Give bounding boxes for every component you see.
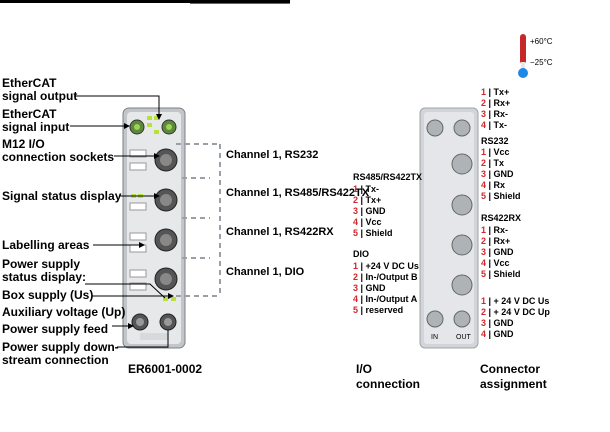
top-rule-thin (190, 3, 290, 4)
label-power-status-1: Power supply (2, 257, 81, 271)
pin-row: 1 | Rx- (481, 225, 509, 235)
pin-row: 4 | Rx (481, 180, 506, 190)
pin-row: 2 | Tx (481, 158, 505, 168)
pin-row: 2 | In-/Output B (353, 272, 418, 282)
pin-row: 3 | Rx- (481, 109, 509, 119)
pin-row: 4 | In-/Output A (353, 294, 418, 304)
label-labelling-areas: Labelling areas (2, 238, 90, 252)
module-out-label: OUT (456, 334, 471, 341)
label-power-down-1: Power supply down- (2, 340, 119, 354)
label-ethercat-output-1: EtherCAT (2, 76, 57, 90)
conn-pin-list-rs422rx: 1 | Rx- 2 | Rx+ 3 | GND 4 | Vcc 5 | Shie… (481, 225, 521, 280)
pin-row: 4 | Vcc (481, 258, 510, 268)
io-group-header-dio: DIO (353, 249, 370, 259)
connector-module-view (419, 107, 479, 349)
io-caption-2: connection (356, 377, 421, 391)
pin-row: 1 | Vcc (481, 147, 510, 157)
m12-sockets (154, 148, 178, 291)
channel-label-dio: Channel 1, DIO (226, 266, 305, 278)
module-in-label: IN (431, 334, 438, 341)
pin-row: 5 | Shield (481, 191, 521, 201)
pin-row: 5 | Shield (353, 228, 393, 238)
pin-row: 4 | GND (481, 329, 514, 339)
label-box-supply: Box supply (Us) (2, 288, 94, 302)
channel-label-rs485: Channel 1, RS485/RS422TX (226, 187, 370, 199)
io-pin-list-dio: 1 | +24 V DC Us 2 | In-/Output B 3 | GND… (353, 261, 419, 316)
conn-pin-list-ethercat: 1 | Tx+ 2 | Rx+ 3 | Rx- 4 | Tx- (481, 87, 510, 131)
pin-row: 5 | Shield (481, 269, 521, 279)
label-power-status-2: status display: (2, 270, 87, 284)
io-pin-list-rs485: 1 | Tx- 2 | Tx+ 3 | GND 4 | Vcc 5 | Shie… (353, 184, 393, 239)
label-m12-io-2: connection sockets (2, 150, 115, 164)
pointer-lines (70, 95, 172, 348)
label-ethercat-input-1: EtherCAT (2, 107, 57, 121)
channel-label-rs232: Channel 1, RS232 (226, 149, 319, 161)
thermometer-icon (518, 34, 528, 78)
pin-row: 4 | Tx- (481, 120, 508, 130)
temperature-high: +60°C (530, 37, 553, 46)
conn-group-header-rs422rx: RS422RX (481, 213, 522, 223)
connector-caption-2: assignment (480, 377, 547, 391)
pin-row: 1 | +24 V DC Us (353, 261, 419, 271)
pin-row: 4 | Vcc (353, 217, 382, 227)
label-ethercat-input-2: signal input (2, 120, 70, 134)
temperature-low: −25°C (530, 58, 553, 67)
connector-caption-1: Connector (480, 362, 540, 376)
pin-row: 5 | reserved (353, 305, 404, 315)
conn-pin-list-power: 1 | + 24 V DC Us 2 | + 24 V DC Up 3 | GN… (481, 296, 550, 340)
channel-label-rs422rx: Channel 1, RS422RX (226, 226, 334, 238)
io-caption-1: I/O (356, 362, 373, 376)
device-front-view (122, 107, 186, 349)
pin-row: 1 | Tx- (353, 184, 380, 194)
pin-row: 3 | GND (353, 206, 386, 216)
label-power-feed: Power supply feed (2, 322, 109, 336)
channel-brackets (176, 143, 221, 297)
pin-row: 1 | + 24 V DC Us (481, 296, 550, 306)
label-signal-status: Signal status display (2, 189, 122, 203)
pin-row: 3 | GND (481, 247, 514, 257)
label-m12-io-1: M12 I/O (2, 137, 45, 151)
label-aux-voltage: Auxiliary voltage (Up) (2, 305, 126, 319)
pin-row: 2 | Rx+ (481, 98, 511, 108)
io-group-header-rs485: RS485/RS422TX (353, 172, 423, 182)
arrowheads (124, 114, 174, 329)
pin-row: 3 | GND (353, 283, 386, 293)
pin-row: 2 | Tx+ (353, 195, 382, 205)
pin-row: 3 | GND (481, 169, 514, 179)
label-power-down-2: stream connection (2, 353, 109, 367)
pin-row: 3 | GND (481, 318, 514, 328)
pin-row: 2 | Rx+ (481, 236, 511, 246)
pin-row: 2 | + 24 V DC Up (481, 307, 550, 317)
device-caption: ER6001-0002 (128, 362, 203, 376)
pin-row: 1 | Tx+ (481, 87, 510, 97)
conn-pin-list-rs232: 1 | Vcc 2 | Tx 3 | GND 4 | Rx 5 | Shield (481, 147, 521, 202)
top-rule (0, 0, 290, 3)
label-ethercat-output-2: signal output (2, 89, 78, 103)
conn-group-header-rs232: RS232 (481, 136, 509, 146)
